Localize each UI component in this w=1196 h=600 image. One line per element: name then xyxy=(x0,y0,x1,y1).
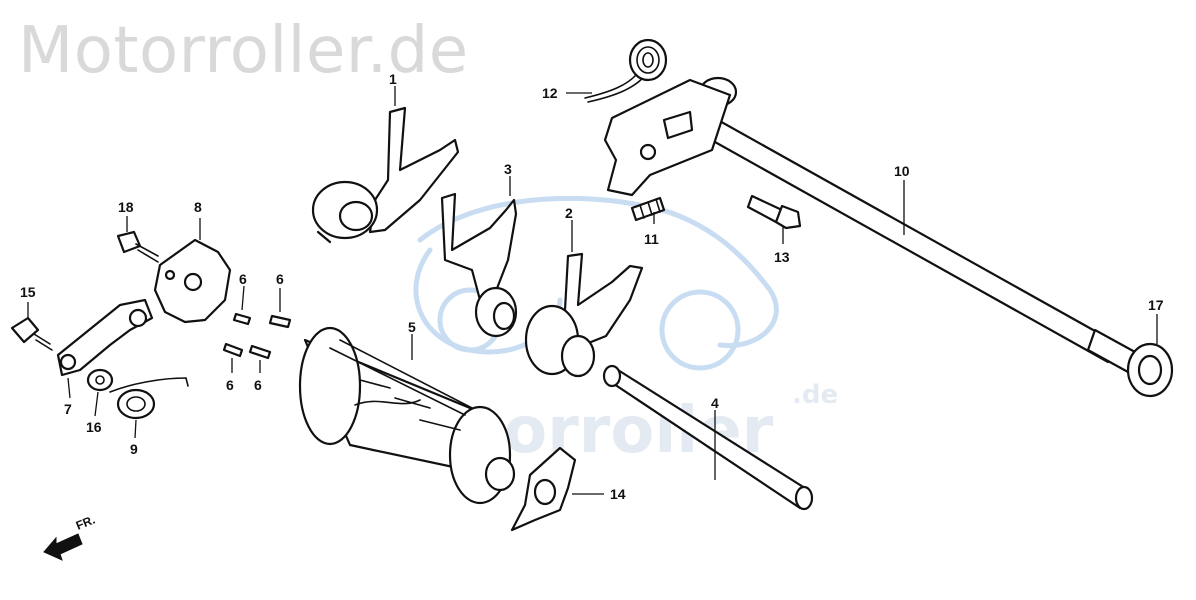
shift-arm xyxy=(603,78,732,197)
part-1-shift-fork xyxy=(311,106,460,244)
callout-1: 1 xyxy=(389,71,397,87)
part-17-collar xyxy=(1126,342,1174,398)
part-16-washer xyxy=(86,368,114,392)
callout-11: 11 xyxy=(644,231,659,247)
leader-lines xyxy=(27,86,1158,495)
callout-13: 13 xyxy=(774,249,790,265)
callout-2: 2 xyxy=(565,205,573,221)
callout-6c: 6 xyxy=(226,377,234,393)
part-11-spring xyxy=(630,196,666,222)
callout-10: 10 xyxy=(894,163,910,179)
callout-6d: 6 xyxy=(254,377,262,393)
part-8-plate xyxy=(153,238,232,324)
part-10-shift-shaft xyxy=(688,76,1137,374)
callout-16: 16 xyxy=(86,419,102,435)
watermark-logo-suffix: .de xyxy=(792,380,838,410)
callouts: 1 2 3 4 5 6 6 6 6 7 8 9 10 11 12 13 14 1… xyxy=(20,71,1164,502)
callout-8: 8 xyxy=(194,199,202,215)
callout-6a: 6 xyxy=(239,271,247,287)
part-14-stopper-plate xyxy=(510,446,577,532)
part-9-spring xyxy=(109,377,189,420)
part-3-shift-fork xyxy=(440,192,518,338)
callout-15: 15 xyxy=(20,284,36,300)
part-12-spring xyxy=(584,38,668,103)
front-arrow-icon xyxy=(43,533,83,561)
callout-18: 18 xyxy=(118,199,134,215)
front-direction-indicator: FR. xyxy=(43,513,97,561)
watermark-text: Motorroller.de xyxy=(18,14,469,88)
callout-3: 3 xyxy=(504,161,512,177)
part-6-pins xyxy=(222,312,292,360)
callout-4: 4 xyxy=(711,395,719,411)
part-4-guide-shaft xyxy=(602,364,814,511)
part-2-shift-fork xyxy=(524,252,644,378)
callout-17: 17 xyxy=(1148,297,1164,313)
callout-9: 9 xyxy=(130,441,138,457)
callout-7: 7 xyxy=(64,401,72,417)
callout-6b: 6 xyxy=(276,271,284,287)
part-5-shift-drum xyxy=(298,326,516,505)
callout-5: 5 xyxy=(408,319,416,335)
callout-12: 12 xyxy=(542,85,558,101)
callout-14: 14 xyxy=(610,486,626,502)
part-7-stopper-arm xyxy=(56,298,154,377)
part-13-bolt xyxy=(746,194,802,230)
part-18-bolt xyxy=(116,230,159,263)
part-15-bolt xyxy=(10,316,53,351)
front-label: FR. xyxy=(74,513,97,533)
